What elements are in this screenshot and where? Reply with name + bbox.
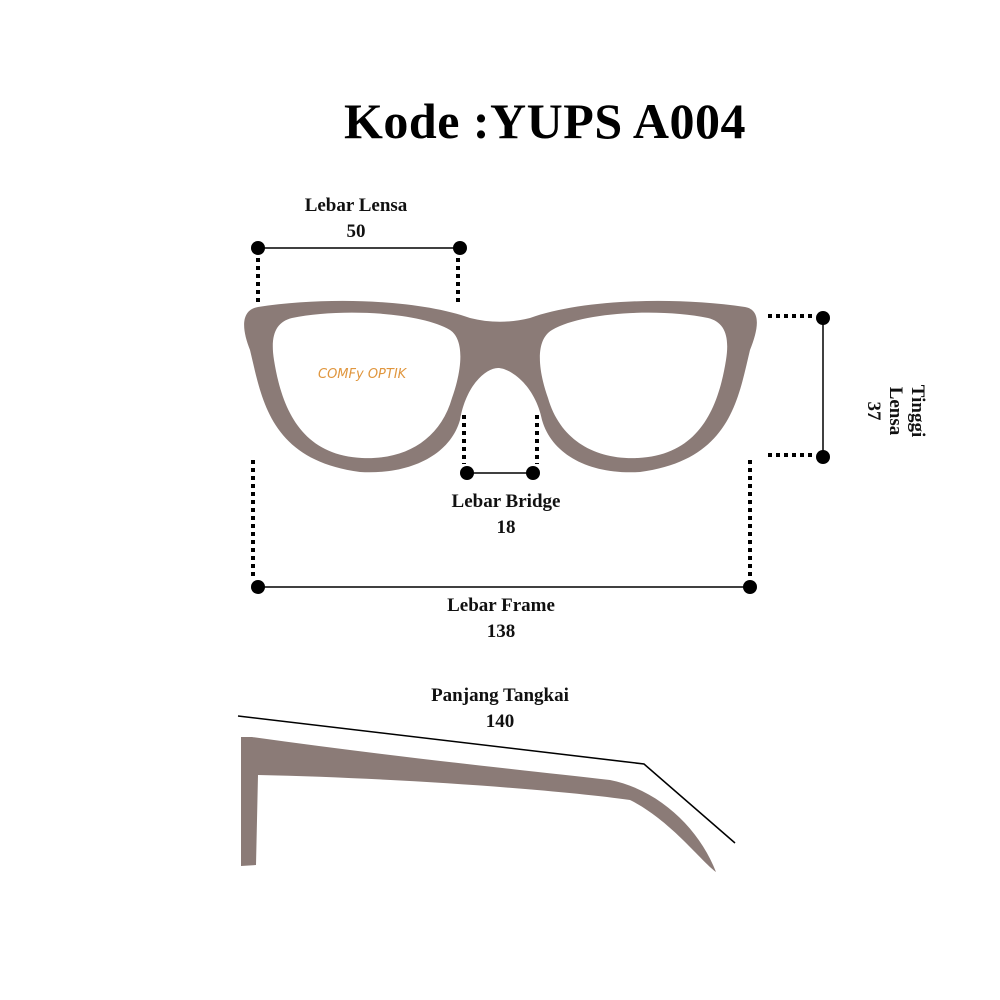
frame-width-value: 138 xyxy=(486,621,516,642)
product-code-title: Kode :YUPS A004 xyxy=(344,93,746,149)
temple-length-line xyxy=(237,715,736,844)
lens-height-marker xyxy=(768,311,830,464)
frame-width-label: Lebar Frame 138 xyxy=(401,593,601,645)
bridge-width-value: 18 xyxy=(496,517,516,538)
glasses-temple-arm xyxy=(241,737,716,872)
lens-height-value: 37 xyxy=(863,401,884,421)
lens-width-title: Lebar Lensa xyxy=(304,195,408,216)
frame-width-marker xyxy=(251,460,757,594)
bridge-width-title: Lebar Bridge xyxy=(451,491,561,512)
temple-length-title: Panjang Tangkai xyxy=(431,685,569,706)
temple-length-value: 140 xyxy=(485,711,515,732)
bridge-width-marker xyxy=(460,415,540,480)
brand-watermark: COMFy OPTIK xyxy=(318,367,407,382)
bridge-width-label: Lebar Bridge 18 xyxy=(406,489,606,541)
frame-width-title: Lebar Frame xyxy=(447,595,555,616)
lens-width-value: 50 xyxy=(346,221,366,242)
temple-length-label: Panjang Tangkai 140 xyxy=(380,683,620,735)
lens-width-label: Lebar Lensa 50 xyxy=(256,193,456,245)
glasses-front-frame xyxy=(244,300,757,473)
lens-width-marker xyxy=(251,241,467,305)
lens-height-label: Tinggi Lensa 37 xyxy=(863,345,928,445)
lens-height-title: Tinggi Lensa xyxy=(885,384,928,438)
